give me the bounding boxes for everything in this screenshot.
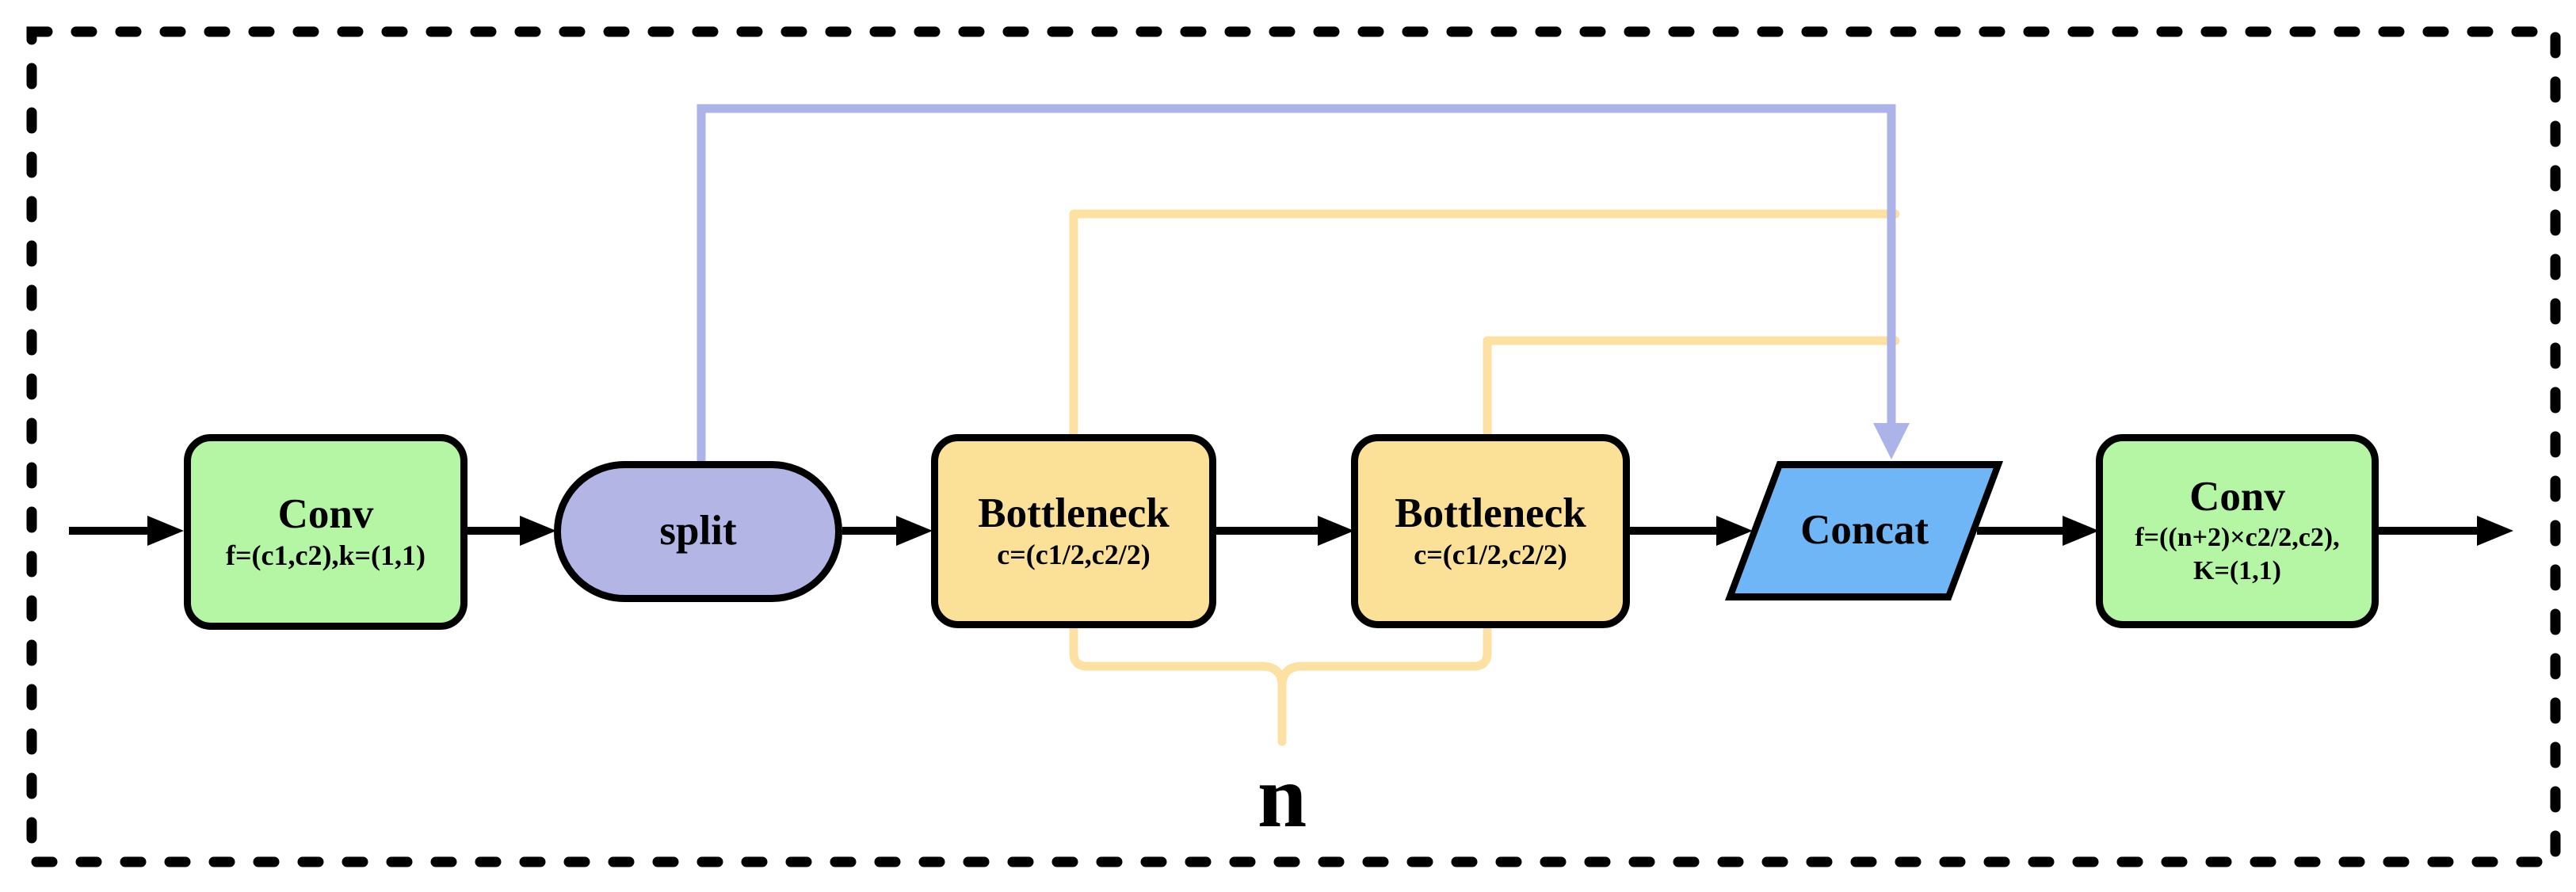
conv1-label: Conv [277,491,374,538]
split-skip-arrowhead-icon [1873,423,1910,459]
conv2-params-line1: f=((n+2)×c2/2,c2), [2135,522,2340,552]
dashed-border [26,26,2561,867]
bottleneck2-label: Bottleneck [1395,490,1586,537]
concat-label: Concat [1799,507,1929,554]
bottleneck2-skip-line-and-brace-right [1277,336,1900,746]
split-label: split [659,508,737,555]
arrow-bottleneck2-to-concat [1630,516,1753,546]
conv1-params: f=(c1,c2),k=(1,1) [226,539,426,571]
output-arrow [2379,516,2513,546]
split-skip-line [696,104,1896,463]
conv2-label: Conv [2189,474,2285,520]
arrow-bottleneck1-to-bottleneck2 [1216,516,1354,546]
bottleneck1-label: Bottleneck [978,490,1170,537]
input-arrow [69,516,184,546]
repeat-count-label: n [1257,748,1307,846]
conv1-node: Conv f=(c1,c2),k=(1,1) [184,434,467,630]
arrow-conv1-to-split [467,516,556,546]
bottleneck1-node: Bottleneck c=(c1/2,c2/2) [931,434,1216,628]
arrow-concat-to-conv2 [1977,516,2099,546]
split-node: split [554,461,842,602]
bottleneck1-params: c=(c1/2,c2/2) [997,538,1151,570]
conv2-node: Conv f=((n+2)×c2/2,c2), K=(1,1) [2096,434,2379,628]
arrow-split-to-bottleneck1 [842,516,933,546]
bottleneck2-params: c=(c1/2,c2/2) [1414,538,1567,570]
conv2-params-line2: K=(1,1) [2193,556,2281,586]
bottleneck2-node: Bottleneck c=(c1/2,c2/2) [1351,434,1630,628]
